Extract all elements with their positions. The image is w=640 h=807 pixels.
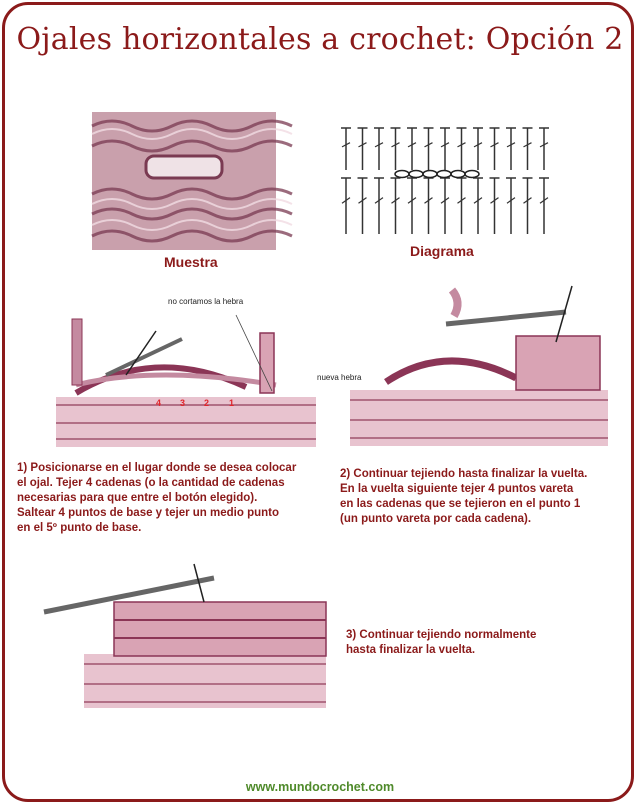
chain-stitch-symbol	[464, 169, 480, 179]
chain-stitch-symbol	[394, 169, 410, 179]
page-title: Ojales horizontales a crochet: Opción 2	[16, 22, 624, 57]
count-label: 3	[180, 398, 186, 408]
footer-url: www.mundocrochet.com	[245, 780, 395, 794]
step-2-text: 2) Continuar tejiendo hasta finalizar la…	[340, 468, 588, 525]
chain-stitch-symbol	[436, 169, 452, 179]
sample-caption: Muestra	[164, 254, 218, 270]
chain-stitch-symbol	[422, 169, 438, 179]
count-label: 4	[156, 398, 162, 408]
diagram-caption: Diagrama	[410, 243, 474, 259]
step-1-text: 1) Posicionarse en el lugar donde se des…	[17, 462, 297, 534]
page-border	[2, 2, 634, 802]
chain-stitch-symbol	[408, 169, 424, 179]
step1-illustration	[56, 314, 316, 447]
new-thread-label: nueva hebra	[317, 373, 362, 382]
step-3-text: 3) Continuar tejiendo normalmente hasta …	[346, 629, 537, 656]
step3-illustration	[43, 563, 327, 708]
no-cut-label: no cortamos la hebra	[168, 297, 244, 306]
sample-photo	[91, 112, 293, 250]
chain-stitch-symbol	[450, 169, 466, 179]
count-label: 2	[204, 398, 210, 408]
step2-illustration	[350, 285, 608, 446]
count-label: 1	[229, 398, 235, 408]
stitch-diagram	[341, 127, 549, 234]
